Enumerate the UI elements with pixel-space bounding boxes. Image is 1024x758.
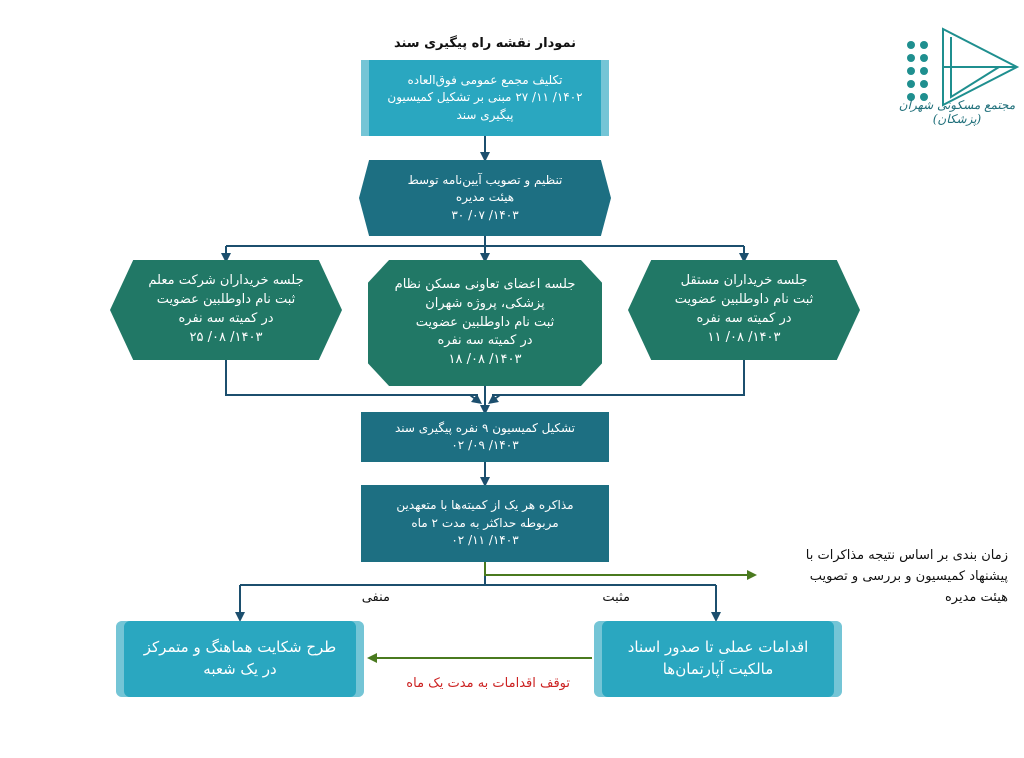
side-note-line: هیئت مدیره bbox=[945, 589, 1008, 605]
branch-label-positive: مثبت bbox=[602, 590, 630, 605]
node-line: ثبت نام داوطلبین عضویت bbox=[415, 314, 555, 330]
node-cooperative-meeting: جلسه اعضای تعاونی مسکن نظام پزشکی، پروژه… bbox=[368, 260, 602, 386]
node-line: طرح شکایت هماهنگ و متمرکز bbox=[143, 638, 337, 657]
node-line: ۱۴۰۳/ ۰۸/ ۱۱ bbox=[707, 329, 781, 345]
node-line: ثبت نام داوطلبین عضویت bbox=[674, 292, 814, 308]
node-line: در کمیته سه نفره bbox=[178, 311, 274, 326]
node-coordinated-complaint: طرح شکایت هماهنگ و متمرکز در یک شعبه bbox=[116, 621, 364, 697]
node-line: جلسه اعضای تعاونی مسکن نظام bbox=[394, 276, 576, 292]
side-note-line: پیشنهاد کمیسیون و بررسی و تصویب bbox=[809, 568, 1008, 584]
side-note-timing: زمان بندی بر اساس نتیجه مذاکرات با پیشنه… bbox=[758, 546, 1008, 608]
node-negotiation: مذاکره هر یک از کمیته‌ها با متعهدین مربو… bbox=[361, 485, 609, 562]
diagram-title: نمودار نقشه راه پیگیری سند bbox=[393, 36, 577, 51]
logo-caption: مجتمع مسکونی شهران (پزشکان) bbox=[898, 98, 1016, 126]
node-line: ۱۴۰۳/ ۰۷/ ۳۰ bbox=[451, 207, 519, 222]
side-note-line: زمان بندی بر اساس نتیجه مذاکرات با bbox=[805, 548, 1008, 563]
node-line: جلسه خریداران مستقل bbox=[680, 273, 808, 289]
branch-label-negative: منفی bbox=[361, 590, 390, 605]
node-line: ۱۴۰۳/ ۰۸/ ۱۸ bbox=[448, 352, 522, 368]
node-teacher-company-meeting: جلسه خریداران شرکت معلم ثبت نام داوطلبین… bbox=[110, 260, 342, 360]
node-line: ثبت نام داوطلبین عضویت bbox=[156, 292, 296, 308]
logo-icon bbox=[907, 27, 1020, 107]
node-line: ۱۴۰۲/ ۱۱/ ۲۷ مبنی بر تشکیل کمیسیون bbox=[387, 90, 583, 105]
stop-actions-label: توقف اقدامات به مدت یک ماه bbox=[406, 676, 570, 691]
node-independent-buyers-meeting: جلسه خریداران مستقل ثبت نام داوطلبین عضو… bbox=[628, 260, 860, 360]
node-line: ۱۴۰۳/ ۰۸/ ۲۵ bbox=[189, 329, 263, 345]
line-left-merge bbox=[225, 360, 478, 396]
node-practical-actions: اقدامات عملی تا صدور اسناد مالکیت آپارتم… bbox=[594, 621, 842, 697]
node-line: تکلیف مجمع عمومی فوق‌العاده bbox=[407, 72, 563, 87]
node-line: هیئت مدیره bbox=[455, 190, 515, 205]
arrow-to-side-note bbox=[484, 562, 757, 580]
line-merge-right-arrow bbox=[488, 394, 501, 404]
node-line: مربوطه حداکثر به مدت ۲ ماه bbox=[411, 515, 559, 530]
node-line: تشکیل کمیسیون ۹ نفره پیگیری سند bbox=[394, 420, 576, 435]
node-line: ۱۴۰۳/ ۱۱/ ۰۲ bbox=[451, 533, 519, 548]
node-line: پیگیری سند bbox=[456, 107, 514, 122]
node-general-assembly: تکلیف مجمع عمومی فوق‌العاده ۱۴۰۲/ ۱۱/ ۲۷… bbox=[361, 60, 609, 136]
node-commission-formation: تشکیل کمیسیون ۹ نفره پیگیری سند ۱۴۰۳/ ۰۹… bbox=[361, 412, 609, 462]
node-line: مالکیت آپارتمان‌ها bbox=[662, 660, 774, 678]
line-merge-left-arrow bbox=[469, 394, 482, 404]
node-line: مذاکره هر یک از کمیته‌ها با متعهدین bbox=[396, 498, 574, 513]
node-line: اقدامات عملی تا صدور اسناد bbox=[627, 638, 809, 657]
node-line: تنظیم و تصویب آیین‌نامه توسط bbox=[407, 172, 563, 187]
node-line: پزشکی، پروژه شهران bbox=[425, 295, 545, 311]
node-bylaw-approval: تنظیم و تصویب آیین‌نامه توسط هیئت مدیره … bbox=[359, 160, 611, 236]
node-line: در یک شعبه bbox=[203, 660, 277, 678]
node-line: در کمیته سه نفره bbox=[696, 311, 792, 326]
node-line: در کمیته سه نفره bbox=[437, 333, 533, 349]
node-line: جلسه خریداران شرکت معلم bbox=[148, 273, 304, 289]
line-right-merge bbox=[492, 360, 745, 396]
node-line: ۱۴۰۳/ ۰۹/ ۰۲ bbox=[451, 438, 519, 452]
